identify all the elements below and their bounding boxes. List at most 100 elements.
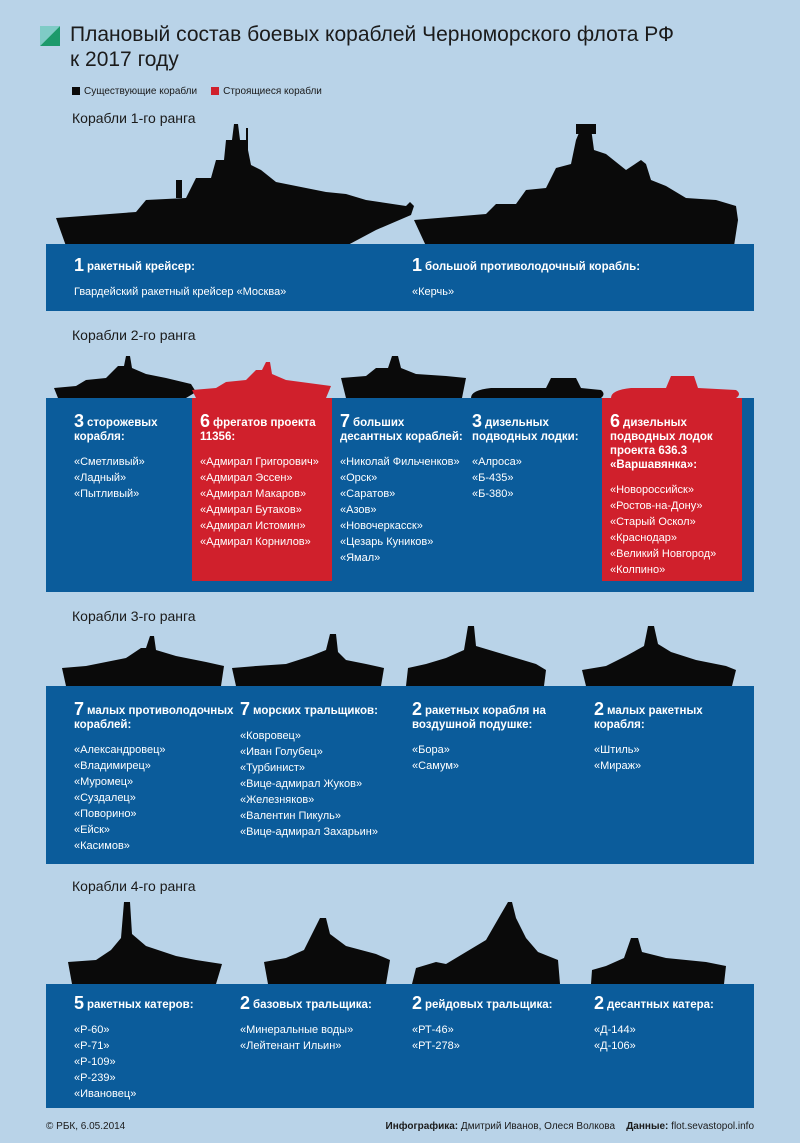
column-label: базовых тральщика: [253, 999, 372, 1011]
column-label: малых ракетных корабля: [594, 705, 703, 731]
patrol-ship-silhouette-icon [54, 356, 196, 398]
rbc-logo-icon [40, 26, 60, 46]
list-item: «Касимов» [74, 840, 130, 852]
list-item: «Д-106» [594, 1040, 636, 1052]
credits: Инфографика: Дмитрий Иванов, Олеся Волко… [386, 1121, 754, 1132]
infographic-label: Инфографика: [385, 1121, 459, 1132]
column-label: рейдовых тральщика: [425, 999, 553, 1011]
list-item: «Б-435» [472, 472, 514, 484]
base-minesweeper-silhouette-icon [264, 918, 390, 984]
list-item: «Старый Оскол» [610, 516, 696, 528]
list-item: «Р-239» [74, 1072, 116, 1084]
list-item: «Орск» [340, 472, 378, 484]
list-item: «Ейск» [74, 824, 111, 836]
list-item: «Александровец» [74, 744, 166, 756]
list-item: «Мираж» [594, 760, 642, 772]
list-item: «Р-71» [74, 1040, 110, 1052]
ships-rank-4 [68, 902, 726, 984]
list-item: «Новороссийск» [610, 484, 694, 496]
list-item: «РТ-278» [412, 1040, 460, 1052]
list-item: «Д-144» [594, 1024, 636, 1036]
list-item: «Бора» [412, 744, 450, 756]
list-item: «Ямал» [340, 552, 381, 564]
list-item: «Владимирец» [74, 760, 151, 772]
missile-corvette-silhouette-icon [582, 626, 736, 686]
section-title-rank-1: Корабли 1-го ранга [72, 110, 196, 126]
header: Плановый состав боевых кораблей Черномор… [40, 22, 782, 72]
submarine-silhouette-icon [471, 378, 604, 398]
list-item: «Адмирал Эссен» [200, 472, 293, 484]
count: 3 [74, 411, 85, 431]
list-item: «Адмирал Григорович» [200, 456, 319, 468]
list-item: «Адмирал Бутаков» [200, 504, 302, 516]
list-item: «Азов» [340, 504, 377, 516]
count: 2 [412, 993, 423, 1013]
list-item: «Турбинист» [240, 762, 306, 774]
list-item: «Р-109» [74, 1056, 116, 1068]
list-item: «Железняков» [240, 794, 315, 806]
list-item: «Иван Голубец» [240, 746, 323, 758]
count: 2 [594, 699, 605, 719]
legend-building: Строящиеся корабли [211, 86, 322, 97]
asw-corvette-silhouette-icon [62, 636, 224, 686]
infographic-authors: Дмитрий Иванов, Олеся Волкова [460, 1121, 616, 1132]
list-item: «Саратов» [340, 488, 396, 500]
column-label: малых противолодочных кораблей: [74, 705, 234, 731]
legend: Существующие корабли Строящиеся корабли [72, 86, 322, 97]
frigate-silhouette-icon [192, 362, 331, 398]
section-title-rank-3: Корабли 3-го ранга [72, 608, 196, 624]
count: 5 [74, 993, 85, 1013]
column-label: дизельных подводных лодок проекта 636.3 … [610, 417, 713, 471]
count: 2 [412, 699, 423, 719]
count: 2 [240, 993, 251, 1013]
count: 6 [200, 411, 211, 431]
minesweeper-silhouette-icon [232, 634, 384, 686]
cruiser-silhouette-icon [56, 124, 414, 246]
bpk-silhouette-icon [414, 124, 738, 246]
list-item: «Пытливый» [74, 488, 140, 500]
column-label: сторожевых корабля: [74, 417, 158, 443]
count: 7 [240, 699, 251, 719]
raid-minesweeper-silhouette-icon [412, 902, 560, 984]
list-item: «РТ-46» [412, 1024, 454, 1036]
list-item: «Адмирал Истомин» [200, 520, 306, 532]
list-item: «Николай Фильченков» [340, 456, 460, 468]
data-label: Данные: [626, 1121, 669, 1132]
list-item: «Вице-адмирал Жуков» [240, 778, 363, 790]
list-item: «Новочеркасск» [340, 520, 423, 532]
count: 7 [74, 699, 85, 719]
list-item: «Алроса» [472, 456, 522, 468]
ships-rank-1 [56, 124, 738, 246]
column-label: дизельных подводных лодки: [472, 417, 579, 443]
list-item: «Ковровец» [240, 730, 301, 742]
list-item: «Сметливый» [74, 456, 145, 468]
list-item: «Краснодар» [610, 532, 677, 544]
column-label: ракетных катеров: [87, 999, 194, 1011]
column-label: больших десантных кораблей: [340, 417, 463, 443]
ships-rank-3 [62, 626, 736, 686]
list-item: «Великий Новгород» [610, 548, 717, 560]
list-item: «Валентин Пикуль» [240, 810, 342, 822]
count: 3 [472, 411, 483, 431]
list-item: «Цезарь Куников» [340, 536, 434, 548]
hovercraft-silhouette-icon [406, 626, 546, 686]
list-item: «Ивановец» [74, 1088, 137, 1100]
column-label: фрегатов проекта 11356: [200, 417, 316, 443]
legend-existing: Существующие корабли [72, 86, 197, 97]
list-item: «Б-380» [472, 488, 514, 500]
list-item: «Р-60» [74, 1024, 110, 1036]
count: 2 [594, 993, 605, 1013]
count: 7 [340, 411, 351, 431]
column-label: десантных катера: [607, 999, 714, 1011]
count: 1 [412, 255, 423, 275]
list-item: «Штиль» [594, 744, 640, 756]
count: 1 [74, 255, 85, 275]
